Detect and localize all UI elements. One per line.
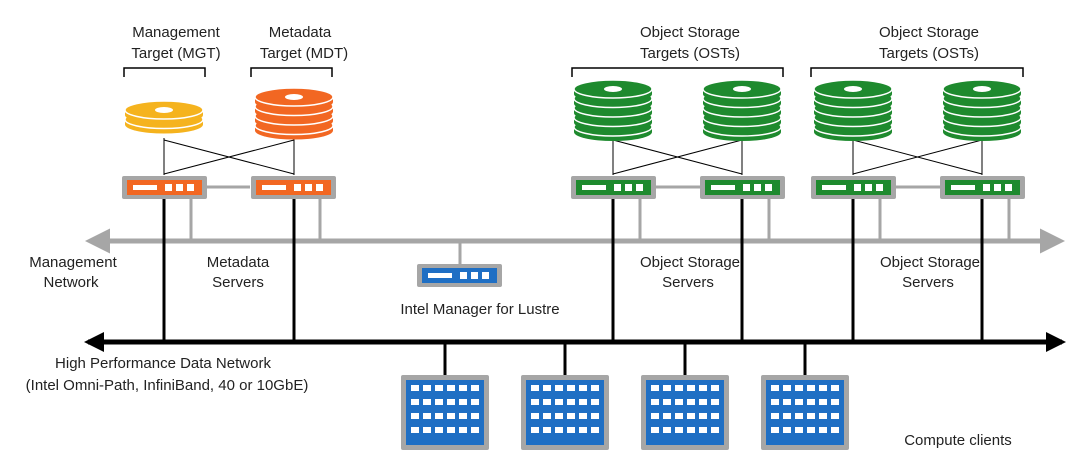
intel-manager-label: Intel Manager for Lustre: [400, 301, 559, 318]
ost-disk-icon-3: [813, 79, 893, 141]
mdt-label-line2: Target (MDT): [260, 45, 348, 62]
ost2-bracket: [810, 67, 1024, 77]
ost1-bracket: [571, 67, 784, 77]
data-network-label-line1: High Performance Data Network: [55, 355, 271, 372]
oss-server-icon-1: [571, 176, 656, 199]
ost1-label-line2: Targets (OSTs): [640, 45, 740, 62]
mgt-label-line2: Target (MGT): [131, 45, 220, 62]
management-network-label-line1: Management: [29, 254, 117, 271]
compute-clients-label: Compute clients: [904, 432, 1012, 449]
mds-server-icon: [251, 176, 336, 199]
metadata-servers-label-line1: Metadata: [207, 254, 270, 271]
compute-client-icon-1: [401, 375, 489, 450]
oss-server-icon-3: [811, 176, 896, 199]
data-network-drops: [162, 198, 984, 376]
metadata-servers-label-line2: Servers: [212, 274, 264, 291]
oss-server-icon-2: [700, 176, 785, 199]
storage-cross-links: [163, 138, 983, 175]
iml-server-icon: [417, 264, 502, 287]
ost2-label-line2: Targets (OSTs): [879, 45, 979, 62]
mdt-label-line1: Metadata: [269, 24, 332, 41]
mgt-bracket: [123, 67, 206, 77]
oss2-label-line2: Servers: [902, 274, 954, 291]
ost-disk-icon-4: [942, 79, 1022, 141]
compute-client-icon-2: [521, 375, 609, 450]
ost2-label-line1: Object Storage: [879, 24, 979, 41]
mgt-label-line1: Management: [132, 24, 220, 41]
compute-client-icon-4: [761, 375, 849, 450]
oss-server-icon-4: [940, 176, 1025, 199]
ost1-label-line1: Object Storage: [640, 24, 740, 41]
ost-disk-icon-2: [702, 79, 782, 141]
mgt-disk-icon: [124, 100, 204, 134]
compute-client-icon-3: [641, 375, 729, 450]
target-brackets: [123, 67, 1024, 77]
mgs-server-icon: [122, 176, 207, 199]
mdt-disk-icon: [254, 87, 334, 140]
oss1-label-line2: Servers: [662, 274, 714, 291]
ost-disk-icon-1: [573, 79, 653, 141]
data-network-label-line2: (Intel Omni-Path, InfiniBand, 40 or 10Gb…: [26, 377, 309, 394]
mdt-bracket: [250, 67, 333, 77]
oss1-label-line1: Object Storage: [640, 254, 740, 271]
oss2-label-line1: Object Storage: [880, 254, 980, 271]
management-network-label-line2: Network: [43, 274, 99, 291]
